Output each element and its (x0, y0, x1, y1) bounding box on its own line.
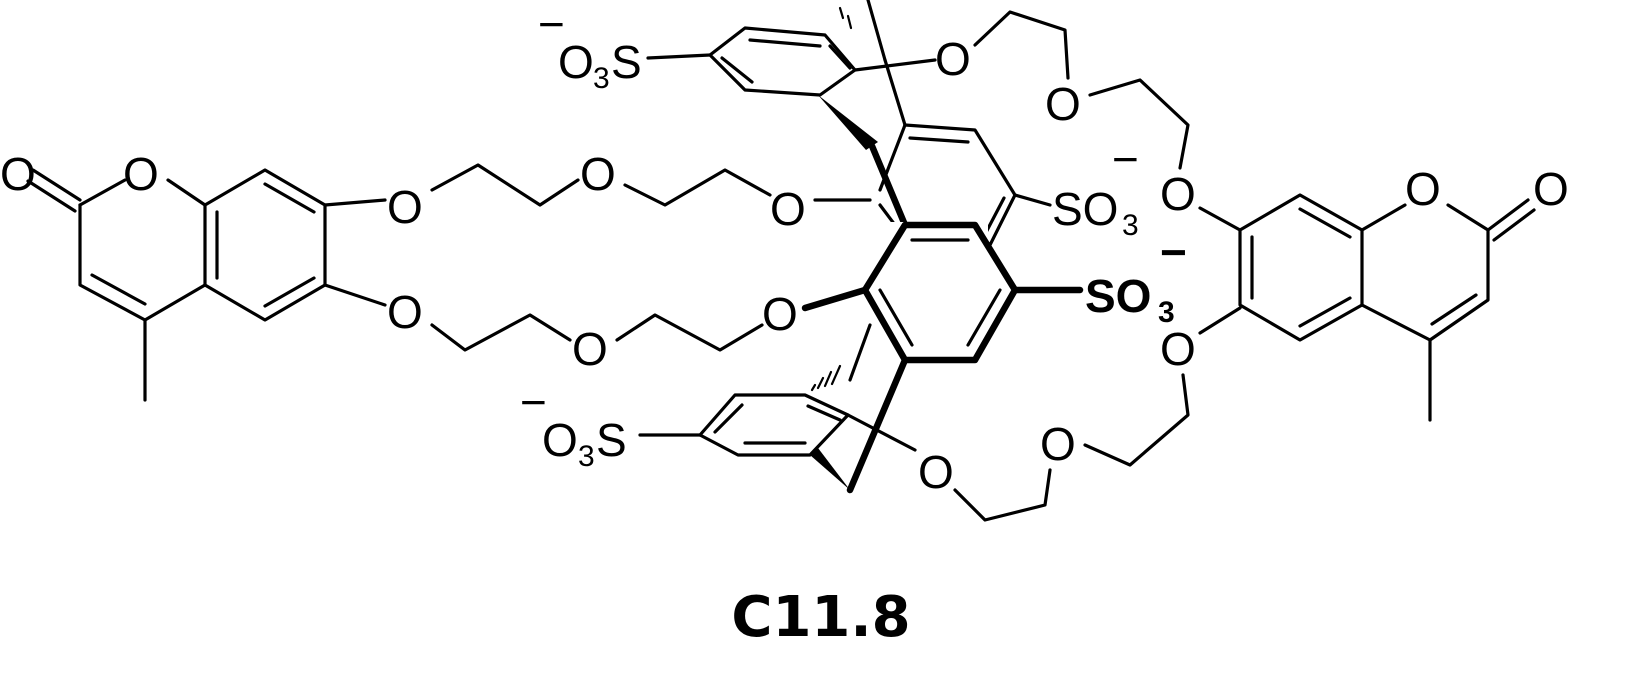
sulfonate-label: SO (1052, 183, 1118, 235)
compound-label: C11.8 (731, 585, 911, 650)
carbonyl-oxygen-label: O (0, 148, 36, 200)
charge-label: − (1112, 133, 1139, 185)
ether-oxygen-label: O (1160, 168, 1196, 220)
charge-label: − (1160, 226, 1187, 278)
sulfonate-label: S (611, 36, 642, 88)
left-glycol-chains: O O O O (430, 148, 806, 375)
ether-oxygen-label: O (580, 148, 616, 200)
ether-oxygen-label: O (1040, 418, 1076, 470)
calixarene-core: − O 3 S SO 3 − SO 3 − (520, 0, 1187, 494)
charge-label: − (538, 0, 565, 50)
sulfonate-label: S (596, 414, 627, 466)
ether-oxygen-label: O (1045, 78, 1081, 130)
sulfonate-label: O (558, 36, 594, 88)
ether-oxygen-label: O (387, 286, 423, 338)
ether-oxygen-label: O (918, 446, 954, 498)
ether-oxygen-label: O (762, 288, 798, 340)
lactone-oxygen-label: O (123, 148, 159, 200)
carbonyl-oxygen-label: O (1533, 163, 1569, 215)
sulfonate-subscript: 3 (593, 62, 610, 95)
sulfonate-subscript: 3 (578, 440, 595, 473)
ether-oxygen-label: O (935, 33, 971, 85)
ether-oxygen-label: O (387, 181, 423, 233)
sulfonate-label: O (542, 414, 578, 466)
charge-label: − (520, 376, 547, 428)
sulfonate-subscript: 3 (1158, 296, 1175, 329)
lactone-oxygen-label: O (1405, 163, 1441, 215)
ether-oxygen-label: O (1160, 323, 1196, 375)
ether-oxygen-label: O (770, 183, 806, 235)
left-coumarin: O O O O (0, 148, 423, 402)
sulfonate-label: SO (1085, 270, 1151, 322)
right-coumarin: O O (1198, 163, 1569, 422)
right-glycol-chains: O O O O O O (918, 10, 1196, 522)
sulfonate-subscript: 3 (1122, 209, 1139, 242)
ether-oxygen-label: O (572, 323, 608, 375)
